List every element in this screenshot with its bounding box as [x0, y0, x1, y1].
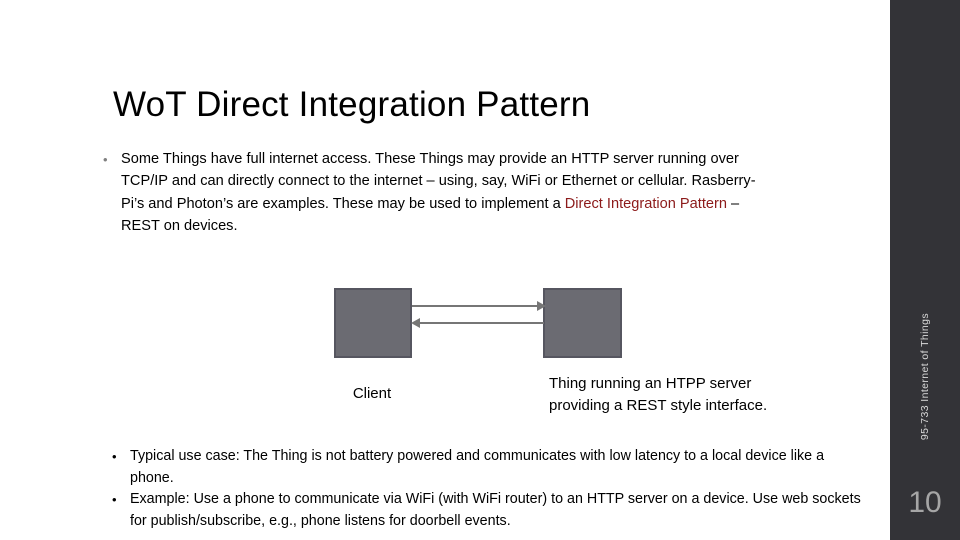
intro-bullet-block: • Some Things have full internet access.… — [103, 148, 763, 238]
intro-text-before: Some Things have full internet access. T… — [121, 151, 756, 212]
request-arrow-stub — [412, 305, 420, 307]
thing-node-label: Thing running an HTPP server providing a… — [549, 375, 768, 414]
client-node-label: Client — [352, 385, 392, 402]
course-label-text: 95-733 Internet of Things — [919, 312, 931, 440]
request-arrow-line — [415, 305, 539, 307]
thing-node-box — [543, 288, 622, 358]
client-node-box — [334, 288, 412, 358]
bottom-bullet-text-1: Typical use case: The Thing is not batte… — [130, 448, 825, 486]
bullet-marker-icon: • — [112, 492, 117, 507]
intro-bullet-row: • Some Things have full internet access.… — [103, 148, 763, 238]
slide-sidebar: 95-733 Internet of Things 10 — [890, 0, 960, 540]
response-arrow-line — [418, 322, 542, 324]
bottom-bullet-list: • Typical use case: The Thing is not bat… — [103, 446, 863, 532]
arrow-right-icon — [537, 301, 546, 311]
page-number: 10 — [908, 486, 942, 519]
bullet-marker-icon: • — [112, 449, 117, 464]
bottom-bullet-text-2: Example: Use a phone to communicate via … — [130, 491, 861, 529]
arrow-left-icon — [411, 318, 420, 328]
bullet-marker-icon: • — [103, 152, 108, 167]
page-title: WoT Direct Integration Pattern — [113, 85, 591, 124]
intro-bullet-text: Some Things have full internet access. T… — [121, 148, 763, 238]
intro-text-after: – REST on devices. — [121, 195, 740, 235]
direct-integration-pattern-highlight: Direct Integration Pattern — [564, 195, 727, 212]
response-arrow-stub — [535, 322, 544, 324]
course-label-vertical: 95-733 Internet of Things — [890, 0, 960, 440]
list-item: • Typical use case: The Thing is not bat… — [103, 446, 863, 489]
list-item: • Example: Use a phone to communicate vi… — [103, 489, 863, 532]
